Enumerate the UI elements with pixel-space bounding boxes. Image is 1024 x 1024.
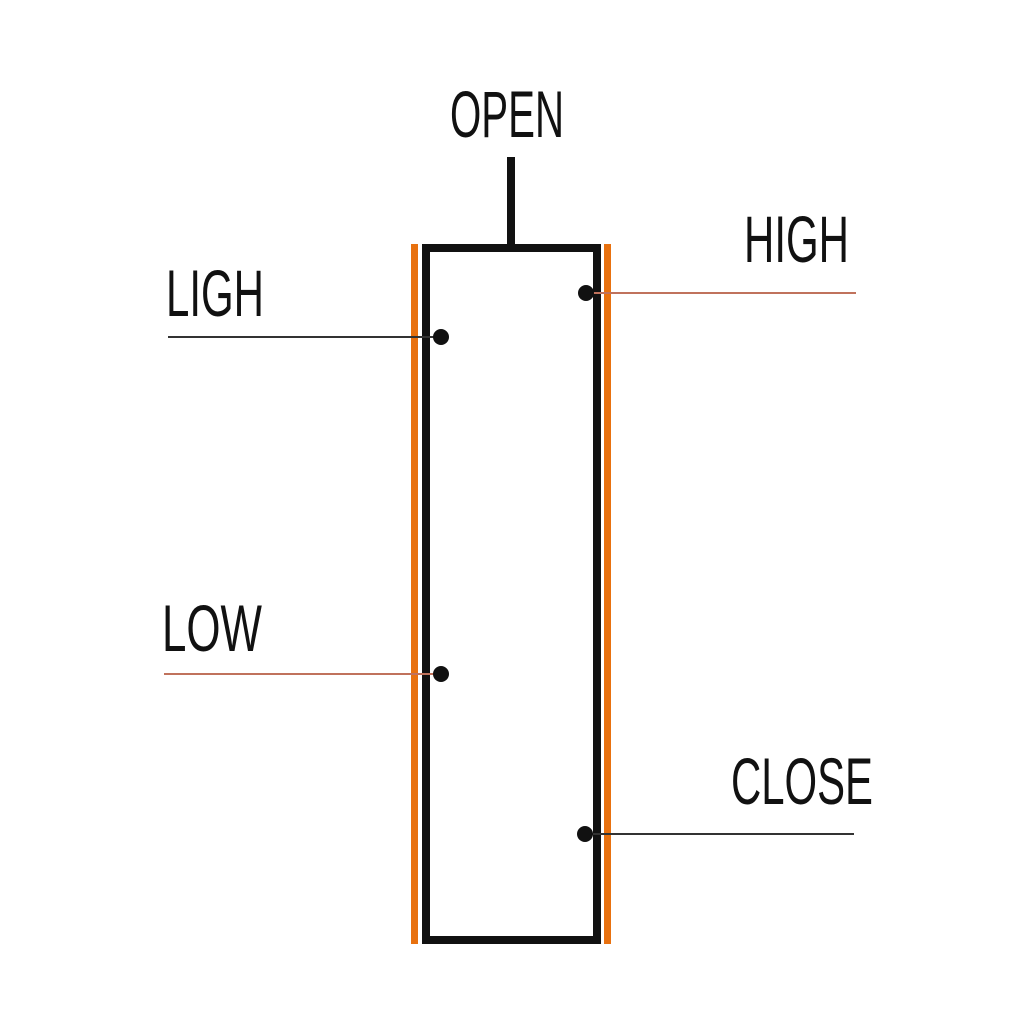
high-marker-dot bbox=[578, 285, 594, 301]
candle-body bbox=[422, 244, 601, 944]
ligh-marker-dot bbox=[433, 329, 449, 345]
low-label: LOW bbox=[162, 591, 262, 665]
right-orange-rail bbox=[604, 244, 611, 944]
low-marker-dot bbox=[433, 666, 449, 682]
high-label: HIGH bbox=[744, 202, 849, 276]
close-label: CLOSE bbox=[731, 744, 873, 818]
left-orange-rail bbox=[411, 244, 418, 944]
close-marker-dot bbox=[577, 826, 593, 842]
open-label: OPEN bbox=[450, 77, 564, 151]
ligh-label: LIGH bbox=[166, 256, 264, 330]
